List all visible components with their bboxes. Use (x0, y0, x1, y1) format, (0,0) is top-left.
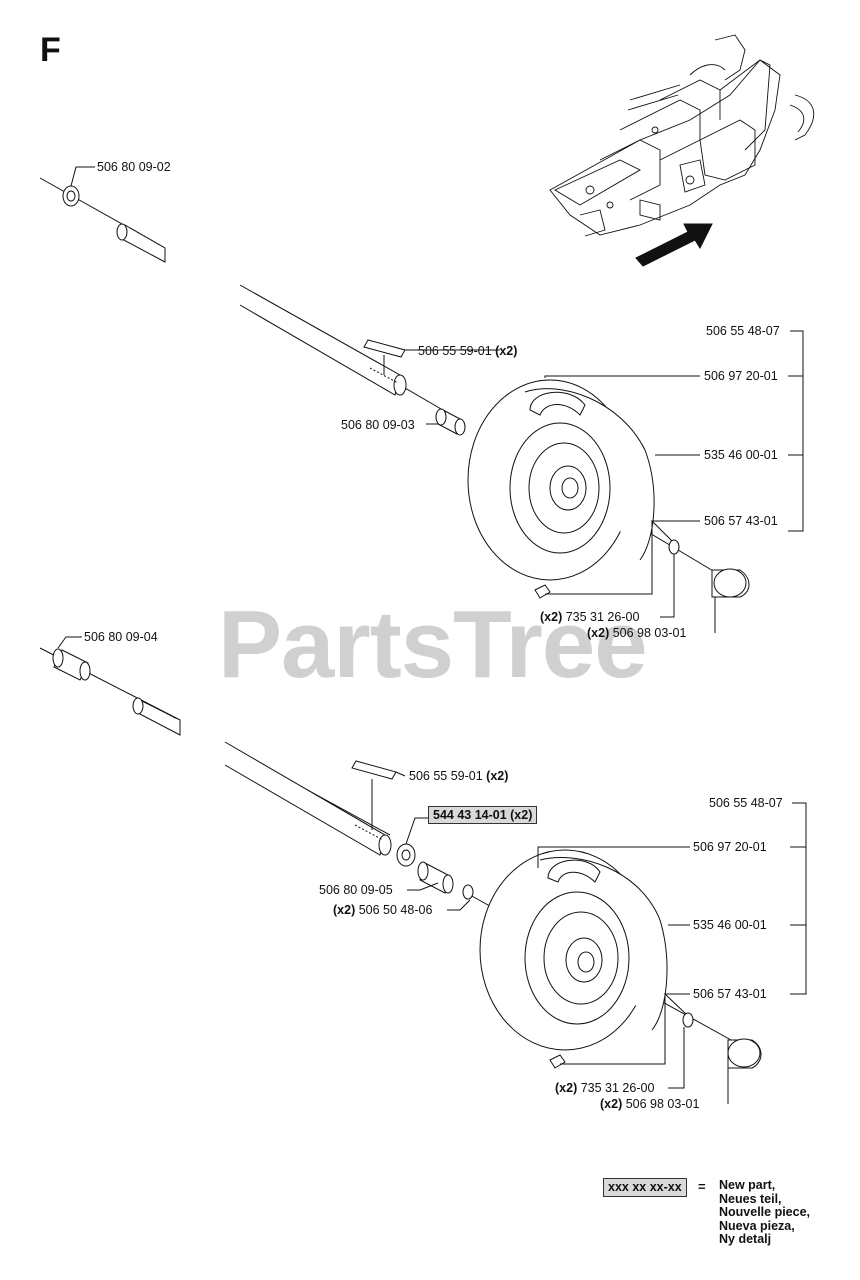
legend-line: Nouvelle piece, (719, 1205, 811, 1219)
legend-line: Ny detalj (719, 1232, 772, 1246)
part-label-top-cap[interactable]: (x2) 506 98 03-01 (587, 626, 686, 641)
direction-arrow-icon (635, 223, 713, 267)
quantity: (x2) (540, 610, 563, 624)
part-label-top-shaft-end[interactable]: 506 80 09-02 (97, 160, 171, 174)
part-label-top-wheel-assembly[interactable]: 506 55 48-07 (706, 324, 780, 338)
bottom-axle-assembly (39, 636, 807, 1104)
part-number: 506 55 59-01 (409, 769, 483, 783)
legend-line: New part, (719, 1178, 776, 1192)
part-number: 506 98 03-01 (625, 1097, 700, 1111)
part-label-top-spacer[interactable]: 506 80 09-03 (341, 418, 415, 432)
part-label-bottom-washer[interactable]: (x2) 506 50 48-06 (333, 903, 432, 918)
part-number: 506 98 03-01 (612, 626, 687, 640)
part-label-bottom-valve-stem[interactable]: 506 97 20-01 (693, 840, 767, 854)
part-label-top-key[interactable]: 506 55 59-01 (x2) (418, 344, 517, 359)
quantity: (x2) (333, 903, 356, 917)
part-label-bottom-shaft-end[interactable]: 506 80 09-04 (84, 630, 158, 644)
part-label-top-bearing[interactable]: 506 57 43-01 (704, 514, 778, 528)
part-number: 735 31 26-00 (565, 610, 640, 624)
top-axle-assembly (39, 166, 804, 633)
part-number: 506 50 48-06 (358, 903, 433, 917)
new-part-highlight: 544 43 14-01 (x2) (428, 806, 538, 824)
part-number: 735 31 26-00 (580, 1081, 655, 1095)
watermark: PartsTree (218, 591, 648, 698)
legend-line: Neues teil, (719, 1191, 782, 1206)
part-label-bottom-wheel-assembly[interactable]: 506 55 48-07 (709, 796, 783, 810)
quantity: (x2) (555, 1081, 578, 1095)
quantity: (x2) (486, 769, 509, 783)
quantity: (x2) (600, 1097, 623, 1111)
part-label-top-fitting[interactable]: (x2) 735 31 26-00 (540, 610, 639, 625)
legend-new-part-text: New part, Neues teil, Nouvelle piece, Nu… (719, 1178, 811, 1247)
legend-line: Nueva pieza, (719, 1218, 795, 1233)
part-label-bottom-bearing[interactable]: 506 57 43-01 (693, 987, 767, 1001)
part-label-bottom-spacer[interactable]: 506 80 09-05 (319, 883, 393, 897)
section-letter: F (40, 31, 61, 69)
legend-equals: = (698, 1179, 706, 1194)
part-number: 506 55 59-01 (418, 344, 492, 358)
tractor-frame-illustration (549, 34, 815, 237)
part-label-bottom-fitting[interactable]: (x2) 735 31 26-00 (555, 1081, 654, 1096)
quantity: (x2) (495, 344, 518, 358)
part-label-bottom-key[interactable]: 506 55 59-01 (x2) (409, 769, 508, 784)
part-label-top-tire[interactable]: 535 46 00-01 (704, 448, 778, 462)
part-label-bottom-new-washer[interactable]: 544 43 14-01 (x2) (428, 806, 538, 824)
part-label-top-valve-stem[interactable]: 506 97 20-01 (704, 369, 778, 383)
quantity: (x2) (587, 626, 610, 640)
part-label-bottom-tire[interactable]: 535 46 00-01 (693, 918, 767, 932)
legend-new-part-code: xxx xx xx-xx (603, 1178, 687, 1197)
part-label-bottom-cap[interactable]: (x2) 506 98 03-01 (600, 1097, 699, 1112)
